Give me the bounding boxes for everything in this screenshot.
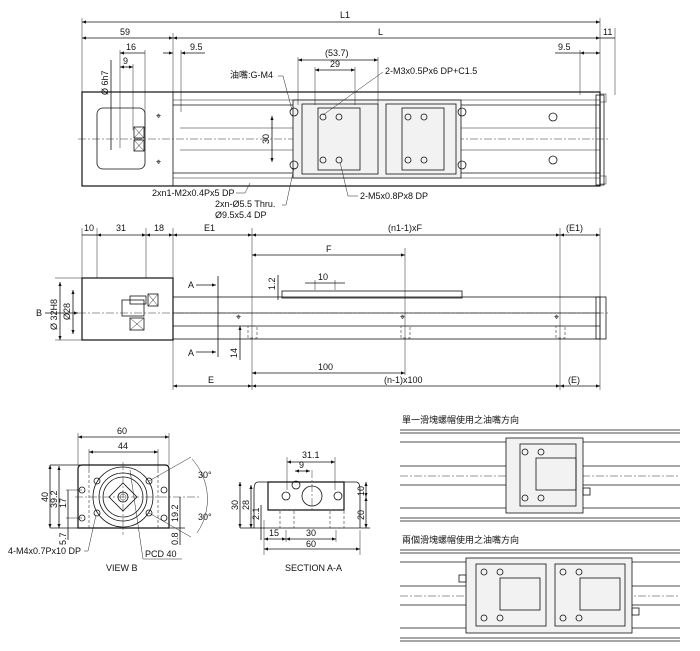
dim-9-aa: 9 [299,460,304,470]
dim-32H8: Ø 32H8 [49,299,59,330]
hole-mark: ⌖ [236,312,241,322]
motor-coupling [96,107,146,170]
dim-9-5-left: 9.5 [190,42,203,52]
hole-mark: ⌖ [400,312,405,322]
dim-59: 59 [120,27,130,37]
side-view: 10 31 18 E1 (n1-1)xF (E1) F 10 1.2 ⌖ ⌖ ⌖… [36,223,610,390]
dim-1-2: 1.2 [267,277,277,290]
dim-19-2: 19.2 [170,504,180,522]
callout-grease-nipple: 油嘴:G-M4 [230,69,273,80]
rail-side [172,296,601,340]
angle-30-top: 30° [198,470,212,480]
view-b-label: B [36,308,42,318]
panel-double-slider: 兩個滑塊螺帽使用之油嘴方向 [400,534,680,642]
dim-10-aa: 10 [356,486,366,496]
panel-single-slider: 單一滑塊螺帽使用之油嘴方向 [400,414,680,522]
dim-31: 31 [116,223,126,233]
dim-9: 9 [123,56,128,66]
dim-E: E [208,375,214,385]
dim-16: 16 [126,42,136,52]
dim-E1-ref: (E1) [566,223,583,233]
callout-m5-holes: 2-M5x0.8Px8 DP [360,191,428,201]
dim-100: 100 [318,362,333,372]
dim-5-7: 5.7 [58,532,68,545]
dim-E1: E1 [204,223,215,233]
dim-20-aa: 20 [356,510,366,520]
flange-outline [77,464,170,529]
dim-29: 29 [330,59,340,69]
callout-m3-holes: 2-M3x0.5Px6 DP+C1.5 [385,66,477,76]
dim-28-aa: 28 [241,500,251,510]
slider-block [292,99,462,179]
dim-2-1: 2.1 [251,507,261,520]
callout-m2-holes: 2xn1-M2x0.4Px5 DP [152,188,235,198]
dim-30-bottom: 30 [306,528,316,538]
dim-0-8: 0.8 [170,532,180,545]
dim-39-2: 39.2 [49,490,59,508]
dim-E-ref: (E) [568,375,580,385]
dim-14: 14 [229,348,239,358]
callout-counterbore: Ø9.5x5.4 DP [215,210,267,220]
dim-n1-F: (n1-1)xF [388,223,423,233]
dim-30: 30 [261,134,271,144]
dim-L: L [378,27,383,37]
dim-40: 40 [40,492,50,502]
dim-44: 44 [118,441,128,451]
top-view: L1 59 L 11 9.5 9.5 16 9 Ø 6h7 ⌖ ⌖ [78,10,616,220]
dim-60: 60 [117,426,127,436]
view-b-title: VIEW B [106,563,138,573]
dim-n-100: (n-1)x100 [384,375,423,385]
view-b: 60 44 30° 30° 40 39.2 17 5.7 19.2 0.8 4-… [8,426,212,573]
dim-11: 11 [603,27,612,37]
dim-30-aa: 30 [230,500,240,510]
hole-mark: ⌖ [156,157,161,167]
dim-9-5-right: 9.5 [558,42,571,52]
dim-6h7: Ø 6h7 [100,70,110,95]
section-a-bottom-label: A [188,348,194,358]
section-a-a: 31.1 9 30 28 2.1 10 20 15 30 60 SECTION … [230,450,370,573]
dim-31-1: 31.1 [302,450,320,460]
hole-mark: ⌖ [156,111,161,121]
dim-60-aa: 60 [306,539,316,549]
panel-double-title: 兩個滑塊螺帽使用之油嘴方向 [402,534,519,545]
dim-F: F [326,244,332,254]
callout-m4-holes: 4-M4x0.7Px10 DP [8,546,81,556]
dim-L1: L1 [340,10,350,20]
section-aa-title: SECTION A-A [285,563,342,573]
section-a-top-label: A [188,280,194,290]
panel-single-title: 單一滑塊螺帽使用之油嘴方向 [402,414,519,425]
dim-28: Ø28 [62,303,72,320]
dim-10: 10 [84,223,94,233]
angle-30-bottom: 30° [198,512,212,522]
slider-section [267,481,345,511]
dim-18: 18 [154,223,164,233]
dim-15: 15 [269,528,279,538]
dim-10-slot: 10 [318,272,328,282]
callout-pcd: PCD 40 [145,549,177,559]
dim-53-7: (53.7) [325,48,349,58]
hole-mark: ⌖ [554,312,559,322]
dim-17: 17 [58,498,68,508]
callout-thru-holes: 2xn-Ø5.5 Thru. [215,199,275,209]
motor-housing-side [81,277,174,341]
